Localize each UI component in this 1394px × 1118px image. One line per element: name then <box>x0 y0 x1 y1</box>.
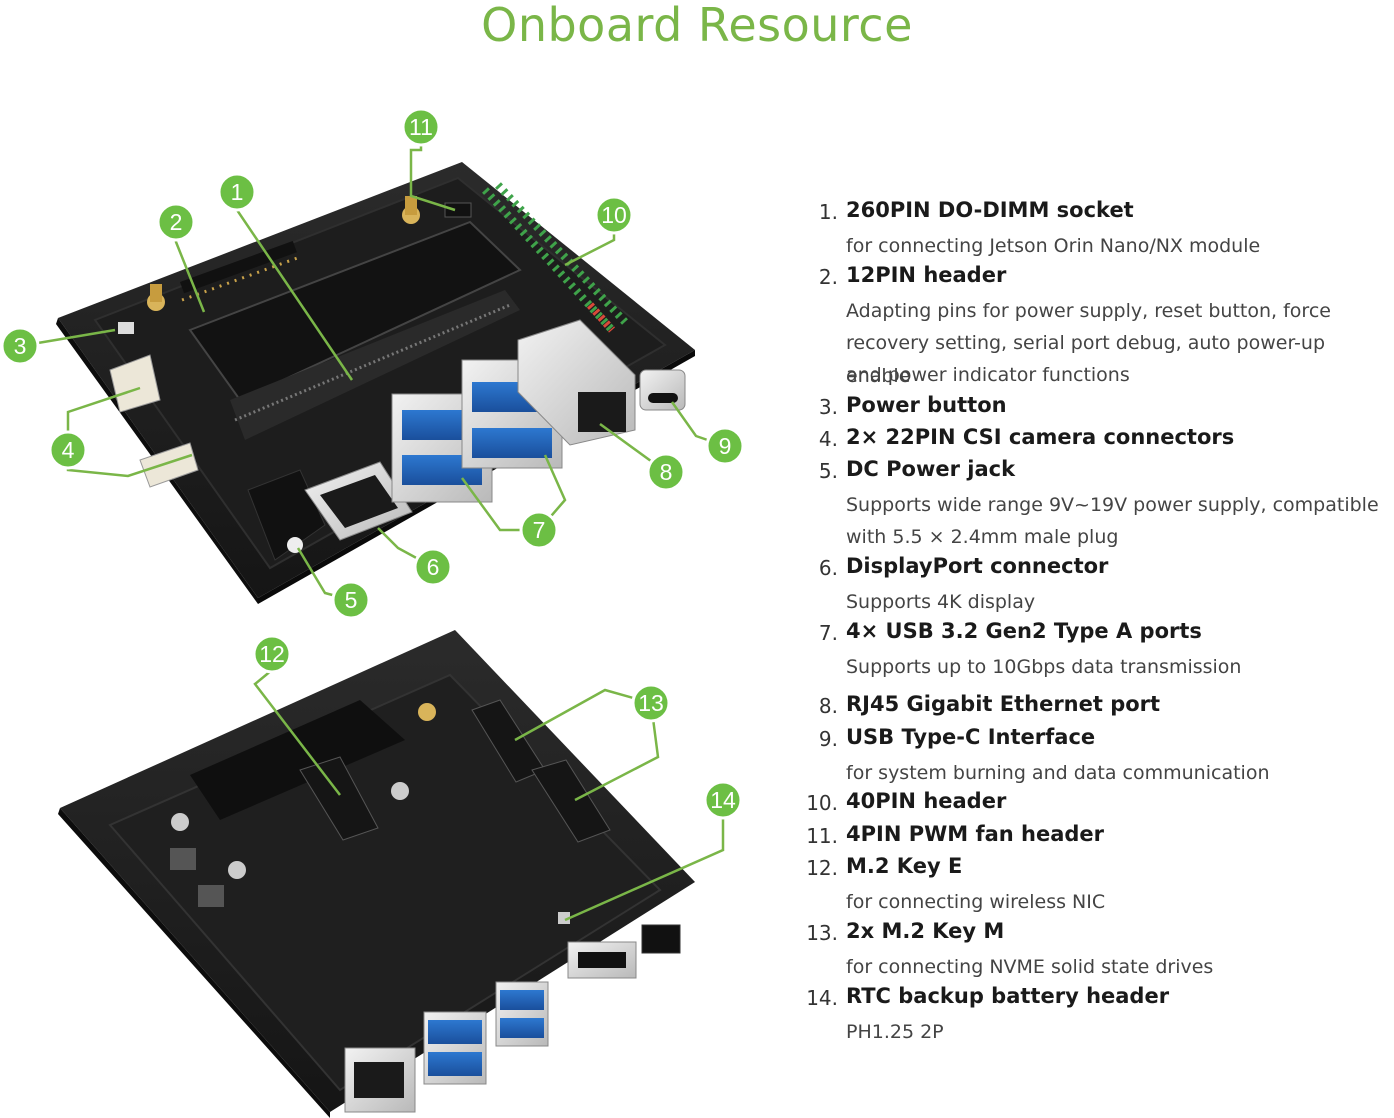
feature-name: 40PIN header <box>846 789 1007 813</box>
callout-badge-6: 6 <box>413 547 453 587</box>
feature-name: DC Power jack <box>846 457 1016 481</box>
feature-number: 13. <box>806 921 838 945</box>
feature-name: M.2 Key E <box>846 854 963 878</box>
svg-text:2: 2 <box>170 209 183 235</box>
feature-name: 2× 22PIN CSI camera connectors <box>846 425 1235 449</box>
feature-name: USB Type-C Interface <box>846 725 1096 749</box>
svg-text:5: 5 <box>345 587 358 613</box>
svg-text:10: 10 <box>601 202 627 228</box>
svg-text:3: 3 <box>14 333 27 359</box>
feature-number: 7. <box>818 621 838 645</box>
callout-badge-4: 4 <box>48 430 88 470</box>
top-board <box>56 162 695 604</box>
svg-text:12: 12 <box>259 641 285 667</box>
bottom-board <box>58 630 695 1118</box>
feature-desc: for connecting Jetson Orin Nano/NX modul… <box>846 235 1261 257</box>
svg-text:6: 6 <box>427 554 440 580</box>
callout-badge-8: 8 <box>646 452 686 492</box>
feature-name: RTC backup battery header <box>846 984 1170 1008</box>
feature-desc: Adapting pins for power supply, reset bu… <box>846 300 1331 322</box>
feature-number: 14. <box>806 986 838 1010</box>
svg-text:9: 9 <box>719 433 732 459</box>
svg-text:4: 4 <box>62 437 75 463</box>
feature-number: 5. <box>818 459 838 483</box>
svg-text:8: 8 <box>660 459 673 485</box>
feature-name: 4PIN PWM fan header <box>846 822 1105 846</box>
svg-text:7: 7 <box>533 517 546 543</box>
feature-desc: Supports 4K display <box>846 591 1036 613</box>
feature-desc: and power indicator functions <box>846 364 1130 386</box>
feature-name: RJ45 Gigabit Ethernet port <box>846 692 1161 716</box>
feature-desc: Supports up to 10Gbps data transmission <box>846 656 1242 678</box>
feature-name: 12PIN header <box>846 263 1007 287</box>
feature-number: 10. <box>806 791 838 815</box>
feature-desc: for system burning and data communicatio… <box>846 762 1270 784</box>
page-title: Onboard Resource <box>481 0 913 52</box>
callout-badge-12: 12 <box>252 634 292 674</box>
callout-badge-3: 3 <box>0 326 40 366</box>
callout-badges: 1 2 3 4 5 6 7 8 9 10 11 12 13 14 <box>0 107 745 820</box>
feature-name: 2x M.2 Key M <box>846 919 1005 943</box>
callout-badge-14: 14 <box>703 780 743 820</box>
feature-number: 9. <box>818 727 838 751</box>
feature-number: 1. <box>818 200 838 224</box>
callout-badge-1: 1 <box>217 172 257 212</box>
svg-text:13: 13 <box>638 690 664 716</box>
callout-badge-13: 13 <box>631 683 671 723</box>
feature-number: 12. <box>806 856 838 880</box>
callout-badge-7: 7 <box>519 510 559 550</box>
svg-text:14: 14 <box>710 787 736 813</box>
rj45-graphic <box>517 319 636 446</box>
feature-name: DisplayPort connector <box>846 554 1109 578</box>
board-illustration: 1 2 3 4 5 6 7 8 9 10 11 12 13 14 <box>0 107 745 1118</box>
callout-badge-5: 5 <box>331 580 371 620</box>
svg-text:1: 1 <box>231 179 244 205</box>
feature-number: 11. <box>806 824 838 848</box>
callout-badge-2: 2 <box>156 202 196 242</box>
svg-text:11: 11 <box>409 114 433 140</box>
callout-badge-10: 10 <box>594 195 634 235</box>
header-40pin-graphic <box>482 182 628 333</box>
feature-desc: recovery setting, serial port debug, aut… <box>846 332 1326 387</box>
feature-desc: PH1.25 2P <box>846 1021 944 1043</box>
feature-number: 2. <box>818 265 838 289</box>
usb-c-graphic <box>639 369 686 411</box>
feature-number: 6. <box>818 556 838 580</box>
dc-jack-graphic <box>247 469 326 561</box>
feature-number: 3. <box>818 395 838 419</box>
feature-name: Power button <box>846 393 1007 417</box>
displayport-graphic <box>304 461 413 541</box>
feature-desc: Supports wide range 9V~19V power supply,… <box>846 494 1379 516</box>
feature-desc: for connecting wireless NIC <box>846 891 1106 913</box>
feature-name: 260PIN DO-DIMM socket <box>846 198 1134 222</box>
feature-desc: for connecting NVME solid state drives <box>846 956 1214 978</box>
feature-desc: with 5.5 × 2.4mm male plug <box>846 526 1119 548</box>
callout-badge-11: 11 <box>401 107 441 147</box>
callout-badge-9: 9 <box>705 426 745 466</box>
feature-name: 4× USB 3.2 Gen2 Type A ports <box>846 619 1202 643</box>
feature-number: 4. <box>818 427 838 451</box>
feature-number: 8. <box>818 694 838 718</box>
